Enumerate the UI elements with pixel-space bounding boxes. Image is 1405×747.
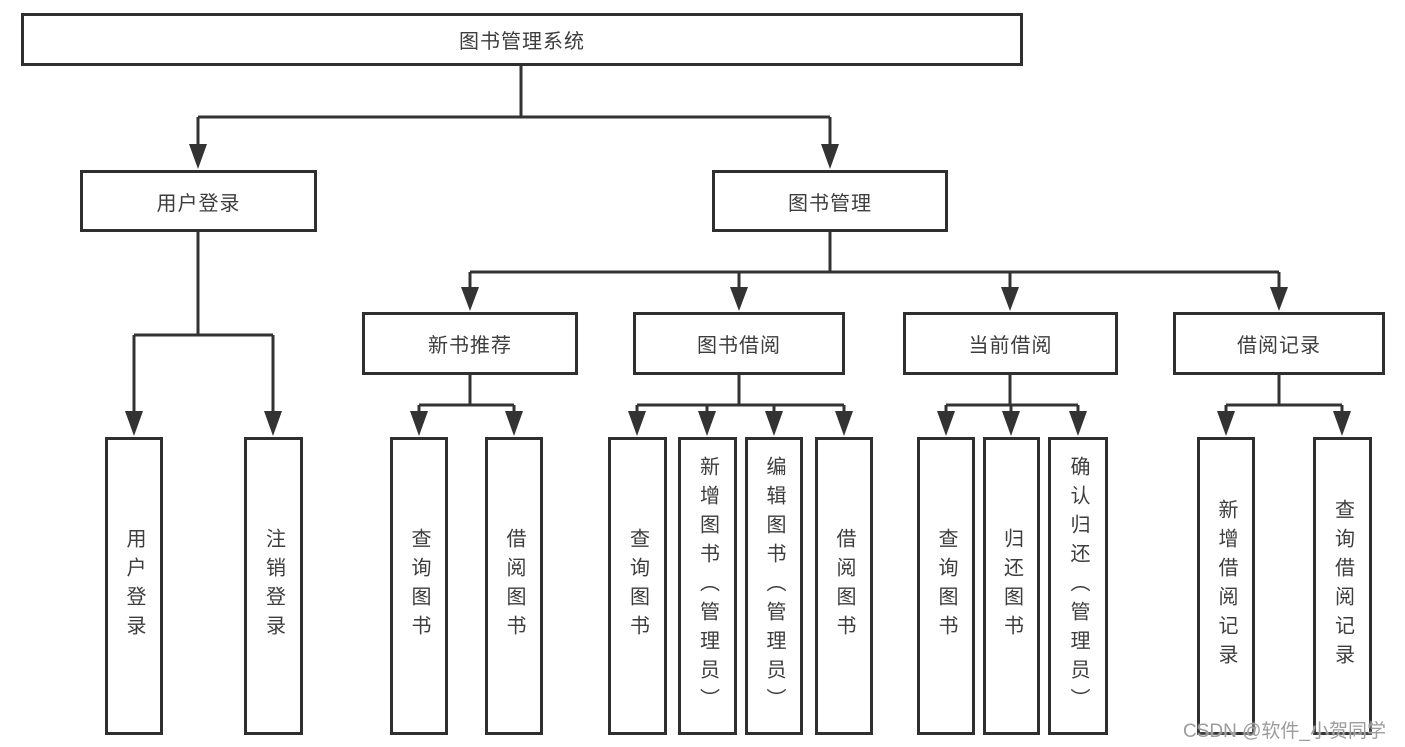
node-book-borrow: 图书借阅 bbox=[633, 312, 845, 375]
leaf-current-confirm-return-admin: 确认归还（管理员） bbox=[1048, 437, 1108, 735]
leaf-records-query-borrow-record-label: 查询借阅记录 bbox=[1331, 499, 1354, 673]
node-new-book-recommend-label: 新书推荐 bbox=[428, 335, 512, 357]
node-borrow-records-label: 借阅记录 bbox=[1237, 335, 1321, 357]
leaf-records-add-borrow-record: 新增借阅记录 bbox=[1197, 437, 1255, 735]
node-library-system: 图书管理系统 bbox=[21, 13, 1023, 66]
node-user-login: 用户登录 bbox=[80, 170, 317, 232]
leaf-borrow-add-books-admin-label: 新增图书（管理员） bbox=[696, 455, 719, 717]
leaf-records-query-borrow-record: 查询借阅记录 bbox=[1313, 437, 1372, 735]
leaf-borrow-query-books-label: 查询图书 bbox=[626, 528, 649, 644]
leaf-borrow-borrow-books-label: 借阅图书 bbox=[833, 528, 855, 644]
leaf-current-return-books: 归还图书 bbox=[983, 437, 1040, 735]
watermark-text: CSDN @软件_小贺同学 bbox=[1183, 721, 1386, 742]
leaf-current-confirm-return-admin-label: 确认归还（管理员） bbox=[1067, 455, 1089, 717]
leaf-borrow-query-books: 查询图书 bbox=[608, 437, 667, 735]
leaf-borrow-edit-books-admin: 编辑图书（管理员） bbox=[745, 437, 803, 735]
leaf-newbook-borrow-books: 借阅图书 bbox=[485, 437, 543, 735]
leaf-current-query-books: 查询图书 bbox=[917, 437, 975, 735]
leaf-logout: 注销登录 bbox=[244, 437, 303, 735]
node-library-system-label: 图书管理系统 bbox=[459, 31, 585, 53]
leaf-newbook-query-books-label: 查询图书 bbox=[408, 528, 430, 644]
leaf-user-login-label: 用户登录 bbox=[123, 528, 145, 644]
leaf-current-return-books-label: 归还图书 bbox=[1000, 528, 1023, 644]
leaf-borrow-add-books-admin: 新增图书（管理员） bbox=[678, 437, 737, 735]
leaf-newbook-query-books: 查询图书 bbox=[390, 437, 448, 735]
node-book-management: 图书管理 bbox=[712, 170, 948, 232]
leaf-records-add-borrow-record-label: 新增借阅记录 bbox=[1215, 499, 1237, 673]
node-book-borrow-label: 图书借阅 bbox=[697, 335, 781, 357]
leaf-user-login: 用户登录 bbox=[105, 437, 163, 735]
node-borrow-records: 借阅记录 bbox=[1173, 312, 1385, 375]
leaf-borrow-edit-books-admin-label: 编辑图书（管理员） bbox=[763, 455, 785, 717]
node-user-login-label: 用户登录 bbox=[156, 192, 241, 215]
leaf-borrow-borrow-books: 借阅图书 bbox=[815, 437, 873, 735]
leaf-newbook-borrow-books-label: 借阅图书 bbox=[503, 528, 525, 644]
node-current-borrow-label: 当前借阅 bbox=[968, 335, 1053, 357]
leaf-logout-label: 注销登录 bbox=[262, 528, 285, 644]
node-current-borrow: 当前借阅 bbox=[903, 312, 1118, 375]
node-new-book-recommend: 新书推荐 bbox=[362, 312, 578, 375]
leaf-current-query-books-label: 查询图书 bbox=[935, 528, 957, 644]
node-book-management-label: 图书管理 bbox=[788, 192, 872, 215]
